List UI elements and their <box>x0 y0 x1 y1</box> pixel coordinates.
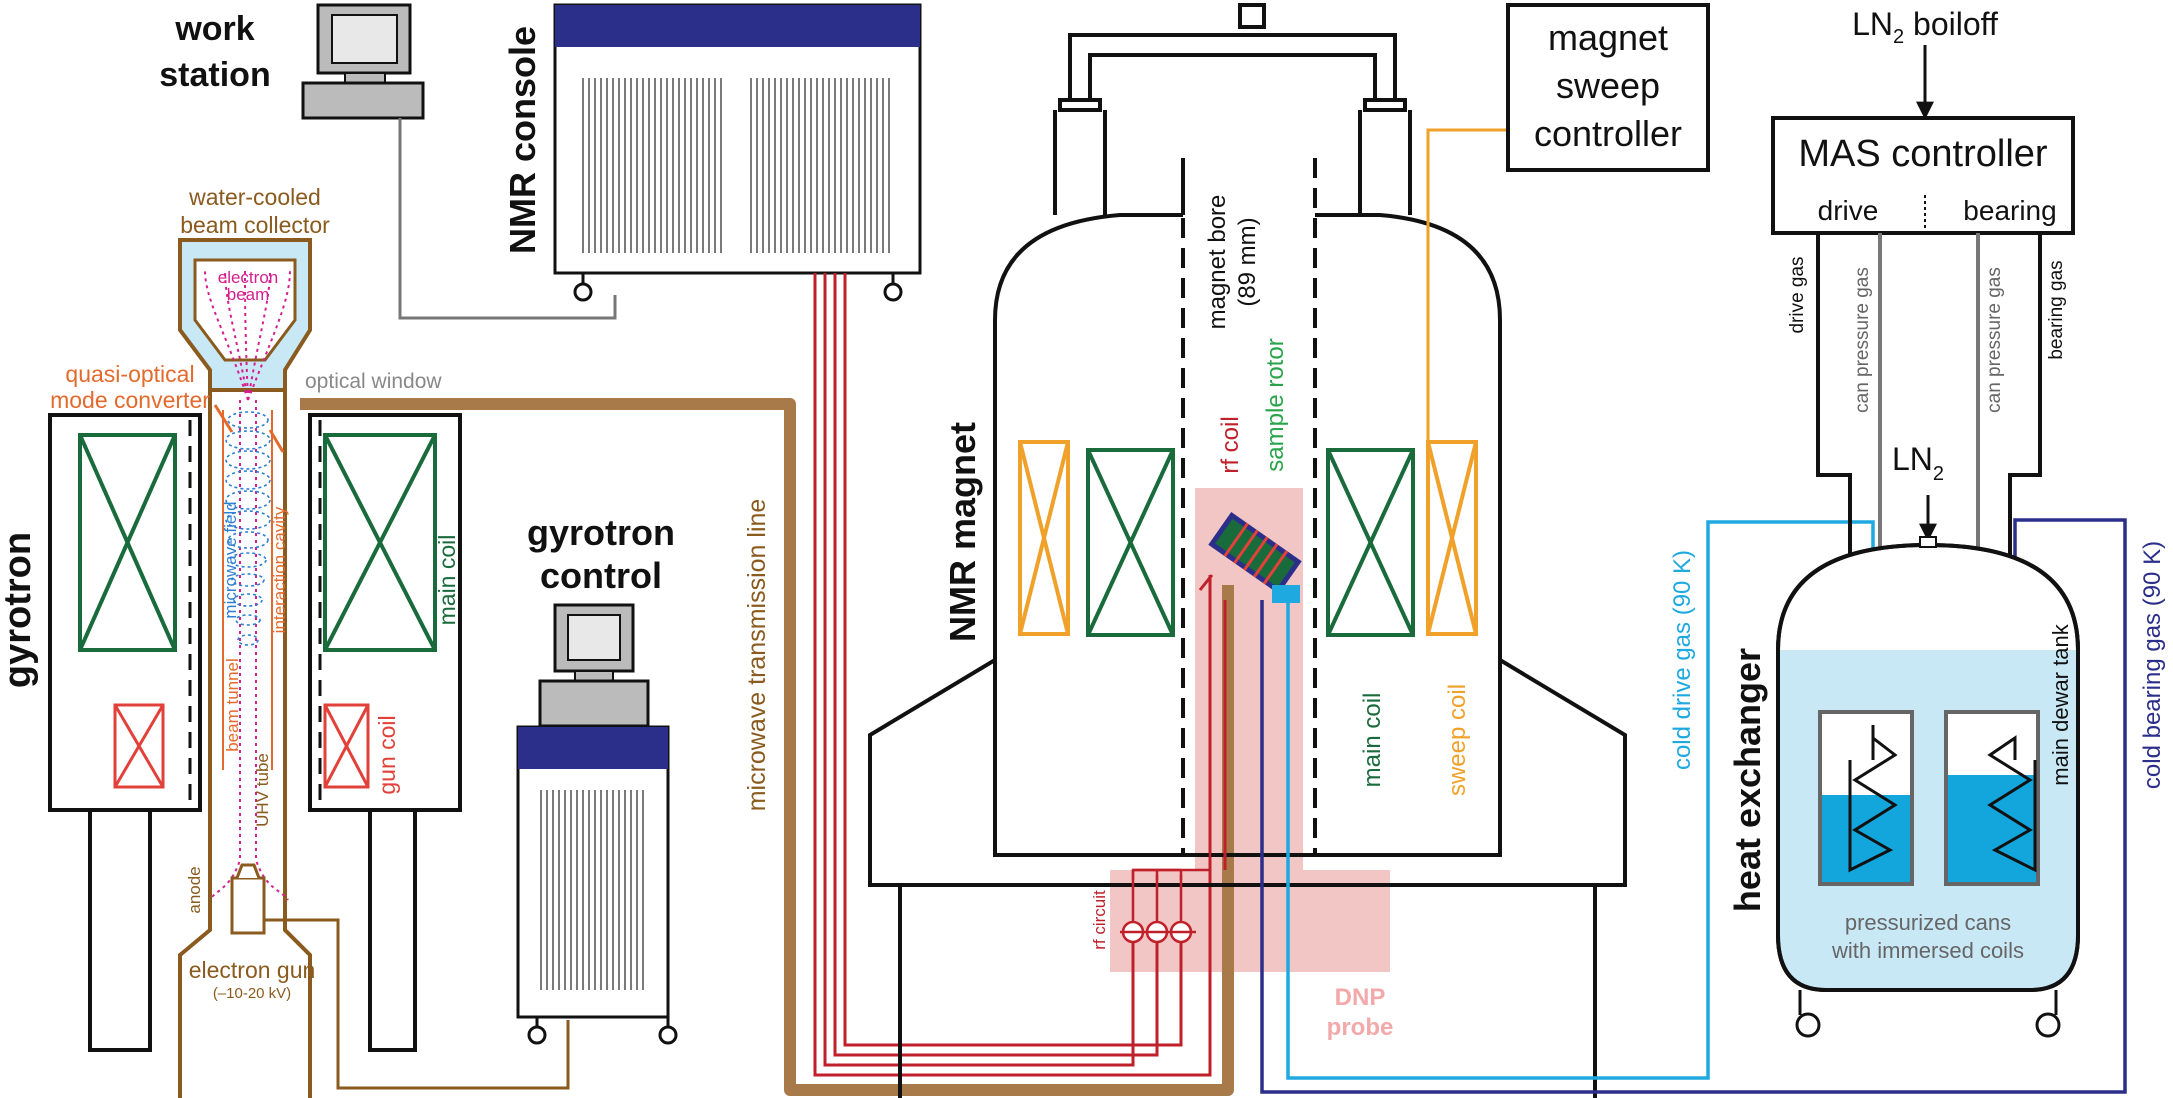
nmr-magnet-label: NMR magnet <box>942 422 983 642</box>
quasi-optical-label-2: mode converter <box>50 387 210 413</box>
dnp-probe-region <box>1110 488 1390 972</box>
heat-exchanger-label: heat exchanger <box>1727 648 1768 912</box>
dnp-probe-label-1: DNP <box>1335 984 1386 1011</box>
can-pressure-gas-label-1: can pressure gas <box>1852 267 1873 413</box>
cold-drive-gas-label: cold drive gas (90 K) <box>1669 550 1696 770</box>
drive-gas-label: drive gas <box>1787 256 1808 333</box>
transmission-line-label: microwave transmission line <box>743 499 771 812</box>
can-pressure-gas-label-2: can pressure gas <box>1984 267 2005 413</box>
gun-coil-label: gun coil <box>374 715 400 794</box>
rf-circuit-label: rf circuit <box>1090 890 1109 950</box>
interaction-cavity-label: interaction cavity <box>270 506 289 633</box>
uhv-tube-label: UHV tube <box>253 753 272 827</box>
rf-circuit <box>1120 590 1212 944</box>
magnet-sweep-label-2: sweep <box>1556 65 1660 106</box>
pressurized-label-2: with immersed coils <box>1831 938 2024 963</box>
electron-gun-label: electron gun <box>189 957 316 983</box>
cold-bearing-gas-label: cold bearing gas (90 K) <box>2139 541 2166 789</box>
mas-controller-label: MAS controller <box>1798 133 2048 175</box>
gyrotron <box>48 238 462 1098</box>
beam-tunnel-label: beam tunnel <box>223 658 242 752</box>
main-coil-nmr-label: main coil <box>1359 693 1386 788</box>
magnet-sweep-label-3: controller <box>1534 113 1682 154</box>
electron-beam-label-2: beam <box>227 285 270 304</box>
nmr-console <box>553 3 922 302</box>
magnet-sweep-label-1: magnet <box>1548 17 1668 58</box>
magnet-bore-label-2: (89 mm) <box>1234 217 1261 306</box>
electron-beam-label-1: electron <box>218 268 278 287</box>
sweep-coil-label: sweep coil <box>1444 684 1471 796</box>
gyrotron-control <box>516 603 678 1045</box>
water-cooled-label-1: water-cooled <box>188 184 321 210</box>
optical-window-label: optical window <box>305 370 442 393</box>
drive-label: drive <box>1818 195 1879 226</box>
bearing-label: bearing <box>1963 195 2056 226</box>
water-cooled-label-2: beam collector <box>180 212 330 238</box>
electron-gun-voltage-label: (–10-20 kV) <box>213 985 291 1002</box>
gyrotron-label: gyrotron <box>0 532 39 688</box>
gyrotron-control-label-2: control <box>540 555 662 596</box>
workstation <box>301 3 425 120</box>
microwave-transmission-line <box>300 398 1234 1096</box>
workstation-label-1: work <box>174 10 254 48</box>
magnet-bore-label-1: magnet bore <box>1204 195 1231 330</box>
heat-exchanger-dewar <box>1776 536 2080 1038</box>
mas-controller <box>1771 45 2075 235</box>
main-coil-gyro-label: main coil <box>434 535 460 626</box>
ln2-label: LN2 <box>1892 441 1944 485</box>
pressurized-label-1: pressurized cans <box>1845 910 2011 935</box>
nmr-console-label: NMR console <box>502 26 543 254</box>
workstation-label-2: station <box>159 56 270 94</box>
microwave-field-label: microwave field <box>221 501 240 618</box>
dnp-probe-label-2: probe <box>1327 1014 1394 1041</box>
gyrotron-control-label-1: gyrotron <box>527 512 675 553</box>
quasi-optical-label-1: quasi-optical <box>65 361 194 387</box>
main-dewar-tank-label: main dewar tank <box>2048 623 2073 785</box>
rf-coil-label: rf coil <box>1217 416 1244 473</box>
sample-rotor-label: sample rotor <box>1262 338 1289 471</box>
sample-rotor <box>1208 511 1302 595</box>
ln2-boiloff-label: LN2 boiloff <box>1852 6 1998 48</box>
anode-label: anode <box>185 866 204 913</box>
bearing-gas-label: bearing gas <box>2046 260 2067 359</box>
magnet-sweep-controller <box>1506 3 1710 172</box>
